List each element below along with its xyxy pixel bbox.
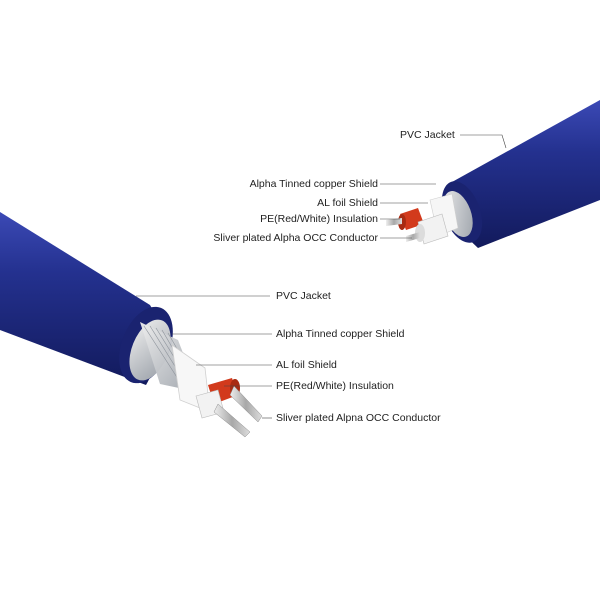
- label-large-pvc-jacket: PVC Jacket: [276, 290, 331, 302]
- small-cable-red-insulation: [400, 208, 424, 230]
- label-small-foil-shield: AL foil Shield: [317, 197, 378, 209]
- label-small-insulation: PE(Red/White) Insulation: [260, 213, 378, 225]
- small-cable-conductor-2: [406, 232, 420, 242]
- label-small-pvc-jacket: PVC Jacket: [400, 129, 455, 141]
- small-cable-jacket: [451, 100, 600, 248]
- label-large-copper-shield: Alpha Tinned copper Shield: [276, 328, 405, 340]
- small-cable: [386, 100, 600, 248]
- large-cable-jacket: [0, 212, 161, 385]
- large-cable-conductor-1: [229, 385, 263, 423]
- label-small-copper-shield: Alpha Tinned copper Shield: [249, 178, 378, 190]
- label-small-conductor: Sliver plated Alpha OCC Conductor: [213, 232, 378, 244]
- label-large-conductor: Sliver plated Alpna OCC Conductor: [276, 412, 441, 424]
- small-cable-leader-lines: [380, 134, 507, 239]
- small-cable-conductor-1: [386, 218, 402, 226]
- leader-small-jacket: [460, 134, 507, 149]
- large-cable: [0, 212, 263, 438]
- large-cable-conductor-2: [213, 403, 251, 438]
- large-cable-leader-lines: [136, 295, 272, 419]
- label-large-foil-shield: AL foil Shield: [276, 359, 337, 371]
- label-large-insulation: PE(Red/White) Insulation: [276, 380, 394, 392]
